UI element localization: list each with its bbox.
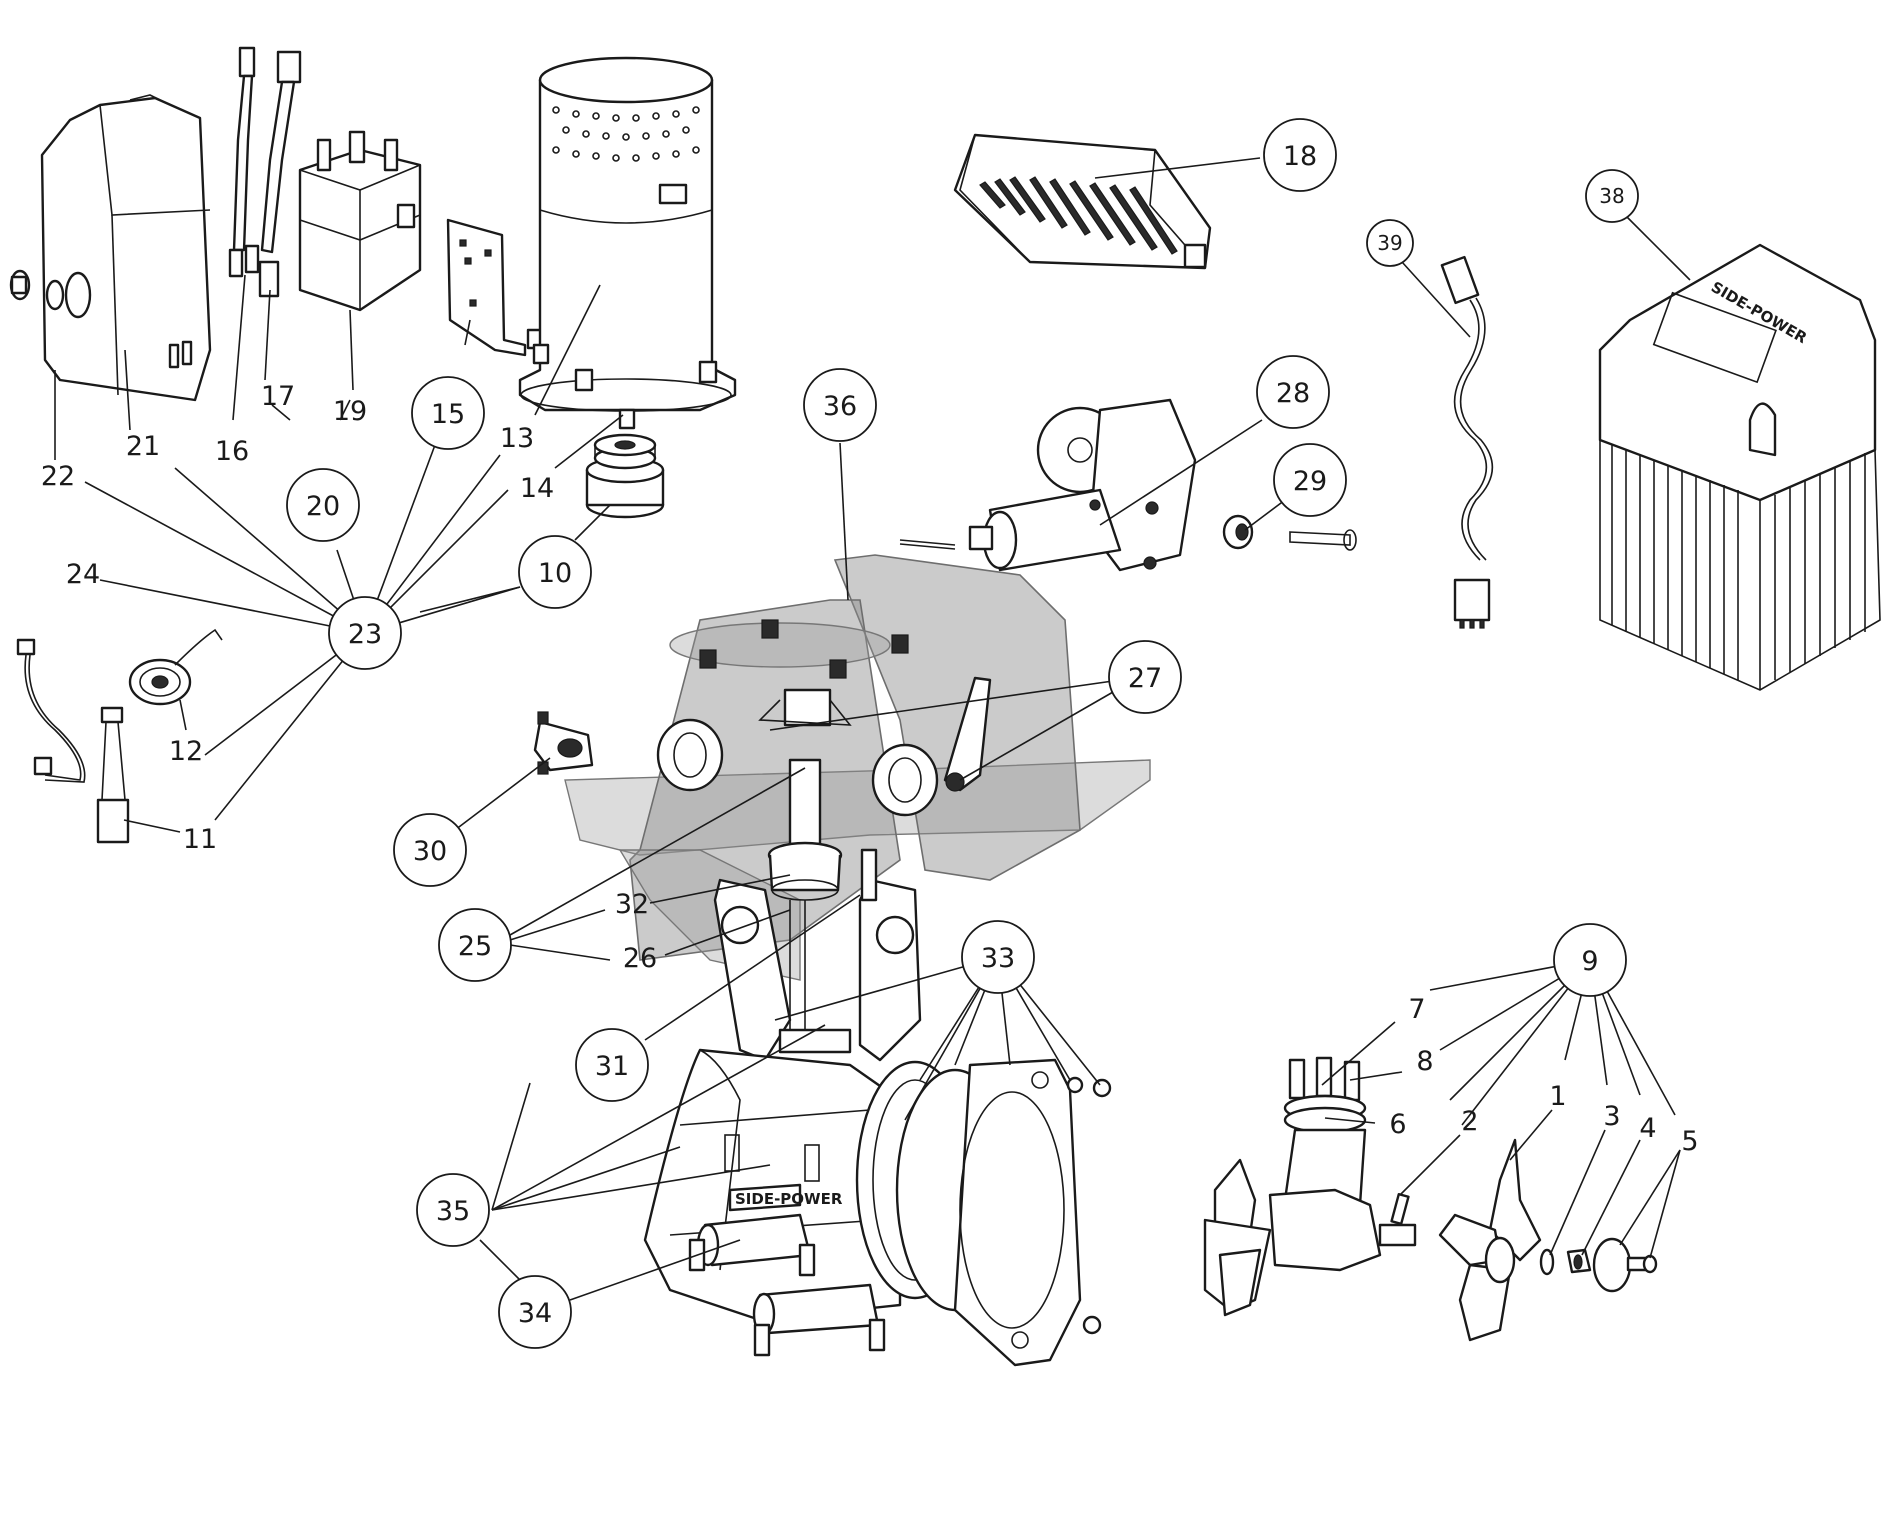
svg-text:28: 28 xyxy=(1276,378,1310,409)
circled-callouts: 18 38 39 15 36 28 20 29 10 23 27 30 25 3… xyxy=(286,118,1639,1349)
label-16[interactable]: 16 xyxy=(215,436,249,467)
label-1[interactable]: 1 xyxy=(1549,1081,1566,1112)
callout-35[interactable]: 35 xyxy=(416,1173,490,1247)
callout-9[interactable]: 9 xyxy=(1553,923,1627,997)
hydraulic-ram-part xyxy=(688,1213,886,1357)
label-7[interactable]: 7 xyxy=(1408,994,1425,1025)
label-21[interactable]: 21 xyxy=(126,431,160,462)
svg-text:18: 18 xyxy=(1283,141,1317,172)
motor-bracket-transparent-part xyxy=(564,554,1151,981)
label-6[interactable]: 6 xyxy=(1389,1109,1406,1140)
svg-text:25: 25 xyxy=(458,931,492,962)
label-11[interactable]: 11 xyxy=(183,824,217,855)
gearleg-assembly-part xyxy=(1203,1056,1417,1317)
label-24[interactable]: 24 xyxy=(66,559,100,590)
parts-layer: SIDE-POWER xyxy=(9,46,1881,1367)
label-26[interactable]: 26 xyxy=(623,943,657,974)
connector-cable-part xyxy=(258,50,302,298)
washer-nut-anode-part xyxy=(1539,1237,1658,1293)
callout-20[interactable]: 20 xyxy=(286,468,360,542)
label-8[interactable]: 8 xyxy=(1416,1046,1433,1077)
thermal-switch-part xyxy=(16,638,86,783)
callout-30[interactable]: 30 xyxy=(393,813,467,887)
svg-text:39: 39 xyxy=(1377,231,1402,255)
brush-spring-part xyxy=(128,628,223,706)
callout-25[interactable]: 25 xyxy=(438,908,512,982)
label-5[interactable]: 5 xyxy=(1681,1126,1698,1157)
leader-lines xyxy=(54,157,1691,1301)
callout-10[interactable]: 10 xyxy=(518,535,592,609)
coupling-part xyxy=(585,433,665,519)
label-32[interactable]: 32 xyxy=(615,889,649,920)
svg-text:31: 31 xyxy=(595,1051,629,1082)
bearing-block-part xyxy=(533,711,594,775)
label-2[interactable]: 2 xyxy=(1461,1106,1478,1137)
control-unit-fins xyxy=(979,176,1178,255)
motor-cover-part xyxy=(40,94,212,402)
callout-29[interactable]: 29 xyxy=(1273,443,1347,517)
linear-actuator-part xyxy=(899,398,1197,572)
carbon-brush-part xyxy=(96,706,130,844)
label-19[interactable]: 19 xyxy=(333,396,367,427)
svg-text:20: 20 xyxy=(306,491,340,522)
label-14[interactable]: 14 xyxy=(520,473,554,504)
power-controller-part: SIDE-POWER xyxy=(1598,243,1881,691)
control-unit-part xyxy=(953,133,1212,270)
label-12[interactable]: 12 xyxy=(169,736,203,767)
interface-cable-part xyxy=(1440,255,1494,629)
svg-text:30: 30 xyxy=(413,836,447,867)
callout-28[interactable]: 28 xyxy=(1256,355,1330,429)
svg-text:36: 36 xyxy=(823,391,857,422)
svg-text:23: 23 xyxy=(348,619,382,650)
lift-arm-part xyxy=(713,848,922,1062)
callout-31[interactable]: 31 xyxy=(575,1028,649,1102)
svg-text:27: 27 xyxy=(1128,663,1162,694)
svg-text:29: 29 xyxy=(1293,466,1327,497)
svg-text:10: 10 xyxy=(538,558,572,589)
drive-pin-part xyxy=(1390,1192,1410,1226)
callout-39[interactable]: 39 xyxy=(1366,219,1414,267)
svg-text:38: 38 xyxy=(1599,184,1624,208)
plain-labels: 22 21 16 17 19 13 14 24 12 11 32 26 7 8 … xyxy=(41,381,1699,1157)
svg-text:15: 15 xyxy=(431,399,465,430)
callout-15[interactable]: 15 xyxy=(411,376,485,450)
svg-text:9: 9 xyxy=(1581,946,1598,977)
label-22[interactable]: 22 xyxy=(41,461,75,492)
svg-text:33: 33 xyxy=(981,943,1015,974)
solenoid-bracket-part xyxy=(446,218,544,357)
label-13[interactable]: 13 xyxy=(500,423,534,454)
motor-vent-holes xyxy=(552,106,700,162)
tunnel-brand-text: SIDE-POWER xyxy=(735,1190,843,1208)
label-3[interactable]: 3 xyxy=(1603,1101,1620,1132)
motor-shaft-part xyxy=(618,408,636,430)
cover-knob-part xyxy=(9,269,31,301)
label-4[interactable]: 4 xyxy=(1639,1113,1656,1144)
tunnel-flange-part xyxy=(855,1058,1112,1367)
solenoid-relay-part xyxy=(298,130,422,312)
svg-text:35: 35 xyxy=(436,1196,470,1227)
label-17[interactable]: 17 xyxy=(261,381,295,412)
callout-33[interactable]: 33 xyxy=(961,920,1035,994)
callout-36[interactable]: 36 xyxy=(803,368,877,442)
clevis-pin-part xyxy=(1222,514,1357,551)
callout-23[interactable]: 23 xyxy=(328,596,402,670)
cable-pair-part xyxy=(228,46,260,278)
callout-34[interactable]: 34 xyxy=(498,1275,572,1349)
callout-27[interactable]: 27 xyxy=(1108,640,1182,714)
svg-text:34: 34 xyxy=(518,1298,552,1329)
electric-motor-part xyxy=(518,56,737,412)
heatsink-fins xyxy=(1611,445,1866,680)
seal-housing-part xyxy=(767,841,843,1030)
propeller-part xyxy=(1438,1138,1542,1342)
callout-38[interactable]: 38 xyxy=(1585,169,1639,223)
callout-18[interactable]: 18 xyxy=(1263,118,1337,192)
